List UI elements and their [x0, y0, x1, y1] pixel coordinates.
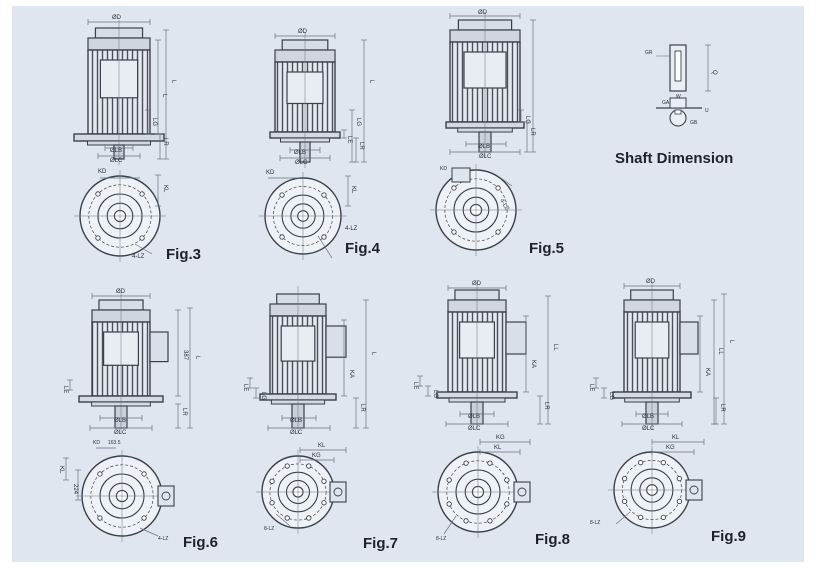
dimension-label: KD — [98, 169, 107, 175]
dimension-label: KA — [704, 368, 710, 376]
dimension-label: GB — [690, 120, 698, 126]
dimension-label: LL — [552, 344, 558, 351]
fig-6-label: Fig.6 — [183, 534, 219, 551]
dimension-label: KL — [672, 435, 680, 441]
dimension-label: KG — [666, 445, 675, 451]
dimension-label: U — [705, 108, 709, 114]
dimension-label: GR — [645, 50, 653, 56]
dimension-label: L — [728, 340, 734, 344]
figure-7: L KA LE LG LR ØLB ØLC KL KG 8-LZ — [242, 286, 376, 534]
dimension-label: W — [676, 94, 681, 100]
dimension-label: GA — [662, 100, 670, 106]
dimension-label: LL — [717, 348, 723, 355]
figure-5: ØD LG LR ØLB ØLC KD 4-LZ — [430, 10, 536, 256]
dimension-label: L — [161, 94, 167, 98]
dimension-label: ØLB — [294, 150, 306, 156]
dimension-label: 224 — [72, 484, 78, 495]
dimension-label: LR — [543, 402, 549, 410]
dimension-label: 8-LZ — [436, 536, 446, 542]
dimension-label: 4-LZ — [345, 226, 358, 232]
dimension-label: KL — [494, 445, 502, 451]
figure-8: ØD LL KA LE LG LR ØLB ØLC KG KL 8-LZ — [412, 281, 558, 542]
dimension-label: ØLC — [295, 160, 308, 166]
fig-8-label: Fig.8 — [535, 531, 571, 548]
dimension-label: LE — [242, 384, 248, 391]
dimension-label: LR — [181, 408, 187, 416]
figure-4: ØD L LG LE LR ØLB ØLC KD KL 4-LZ — [259, 29, 374, 260]
dimension-label: KL — [162, 185, 168, 193]
dimension-label: LE — [588, 384, 594, 391]
dimension-label: ØLC — [290, 430, 303, 436]
dimension-label: LR — [529, 128, 535, 136]
dimension-label: ØD — [116, 289, 126, 295]
dimension-label: L — [170, 80, 176, 84]
dimension-label: ØLB — [110, 148, 122, 154]
dimension-label: L — [194, 356, 200, 360]
dimension-label: 4-LZ — [158, 536, 168, 542]
dimension-label: Q — [711, 70, 717, 75]
dimension-label: ØLC — [642, 426, 655, 432]
dimension-label: ØD — [298, 29, 308, 35]
dimension-label: LG — [432, 390, 438, 398]
dimension-label: 4-LZ — [132, 254, 145, 260]
dimension-label: LG — [260, 392, 266, 400]
dimension-label: KL — [58, 466, 64, 474]
dimension-label: KD — [266, 170, 275, 176]
dimension-label: KA — [530, 360, 536, 368]
dimension-label: KL — [318, 443, 326, 449]
dimension-label: LG — [608, 392, 614, 400]
fig-7-label: Fig.7 — [363, 535, 399, 552]
dimension-label: LR — [358, 142, 364, 150]
dimension-label: ØLB — [468, 414, 480, 420]
dimension-label: ØD — [478, 10, 488, 16]
dimension-label: ØLC — [468, 426, 481, 432]
dimension-label: LG — [355, 118, 361, 126]
dimension-label: LR — [162, 138, 168, 146]
dimension-label: KG — [312, 453, 321, 459]
fig-5-label: Fig.5 — [529, 240, 565, 257]
dimension-label: KA — [348, 370, 354, 378]
fig-9-label: Fig.9 — [711, 528, 747, 545]
dimension-label: L — [370, 352, 376, 356]
dimension-label: ØLB — [114, 418, 126, 424]
dimension-label: 4-LZ — [498, 198, 510, 212]
dimension-label: 8-LZ — [590, 520, 600, 526]
shaft-dimension-detail: Q GR W U GA GB — [645, 44, 717, 127]
fig-4-label: Fig.4 — [345, 240, 381, 257]
dimension-label: LE — [412, 382, 418, 389]
dimension-label: LR — [359, 404, 365, 412]
dimension-label: ØLC — [110, 158, 123, 164]
dimension-label: LG — [151, 118, 157, 126]
dimension-label: L — [368, 80, 374, 84]
dimension-label: 387 — [182, 350, 188, 361]
shaft-dimension-title: Shaft Dimension — [615, 150, 734, 167]
dimension-label: ØLB — [478, 144, 490, 150]
dimension-label: KG — [496, 435, 505, 441]
dimension-label: 163.5 — [108, 440, 121, 446]
dimension-label: ØD — [112, 15, 122, 21]
dimension-label: ØLB — [290, 418, 302, 424]
dimension-label: ØLB — [642, 414, 654, 420]
fig-3-label: Fig.3 — [166, 246, 202, 263]
dimension-label: ØD — [472, 281, 482, 287]
dimension-label: ØLC — [479, 154, 492, 160]
dimension-label: KD — [93, 440, 100, 446]
dimension-label: LG — [524, 116, 530, 124]
dimension-label: KL — [350, 186, 356, 194]
dimension-label: ØD — [646, 279, 656, 285]
dimension-label: ØLC — [114, 430, 127, 436]
dimension-label: 8-LZ — [264, 526, 274, 532]
dimension-label: LE — [346, 136, 352, 143]
dimension-label: KD — [440, 166, 447, 172]
dimension-label: LE — [62, 386, 68, 393]
dimension-label: LR — [719, 404, 725, 412]
